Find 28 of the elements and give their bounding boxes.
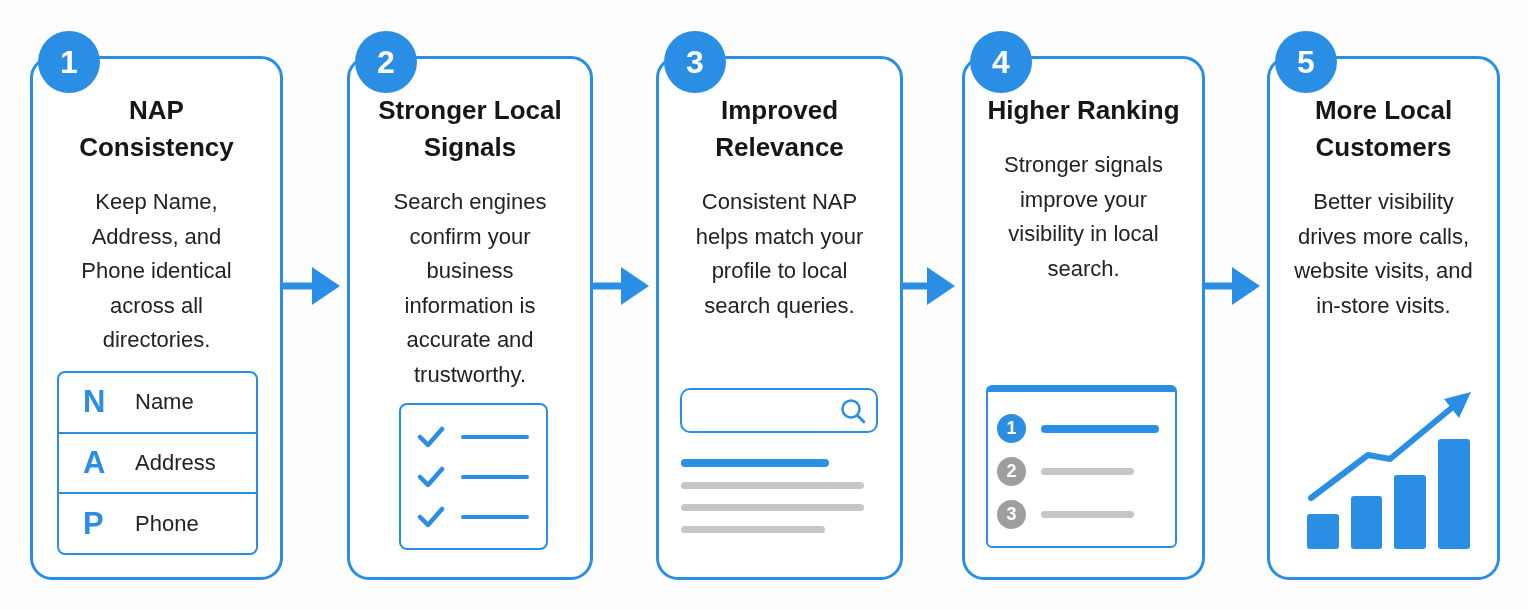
step-title: More Local Customers — [1313, 94, 1454, 164]
rank-number-badge: 1 — [997, 414, 1026, 443]
step-title: Improved Relevance — [714, 94, 845, 164]
step-description: Better visibility drives more calls, website visits, and in-store visits. — [1293, 188, 1474, 320]
flow-arrow — [1205, 267, 1260, 305]
nap-field-label: Name — [135, 389, 194, 416]
nap-letter: P — [83, 505, 105, 542]
nap-field-label: Address — [135, 450, 216, 476]
step-description: Consistent NAP helps match your profile to local search queries. — [694, 188, 865, 320]
nap-field-label: Phone — [135, 510, 199, 537]
step-number-badge: 5 — [1275, 31, 1337, 93]
step-title: Stronger Local Signals — [377, 94, 563, 164]
flow-arrow — [903, 267, 955, 305]
flow-arrow — [593, 267, 649, 305]
nap-letter: N — [83, 384, 107, 421]
nap-letter: A — [83, 445, 107, 481]
step-number-badge: 2 — [355, 31, 417, 93]
step-number-badge: 1 — [38, 31, 100, 93]
step-description: Search engines confirm your business information is accurate and trustworthy. — [392, 188, 548, 389]
step-number-badge: 4 — [970, 31, 1032, 93]
flow-arrow — [283, 267, 340, 305]
rank-number-badge: 2 — [997, 457, 1026, 486]
step-description: Keep Name, Address, and Phone identical across all directories. — [80, 188, 233, 354]
step-number-badge: 3 — [664, 31, 726, 93]
rank-number-badge: 3 — [997, 500, 1026, 529]
step-title: Higher Ranking — [987, 94, 1180, 127]
step-title: NAP Consistency — [78, 94, 235, 164]
step-description: Stronger signals improve your visibility in local search. — [1003, 151, 1164, 283]
